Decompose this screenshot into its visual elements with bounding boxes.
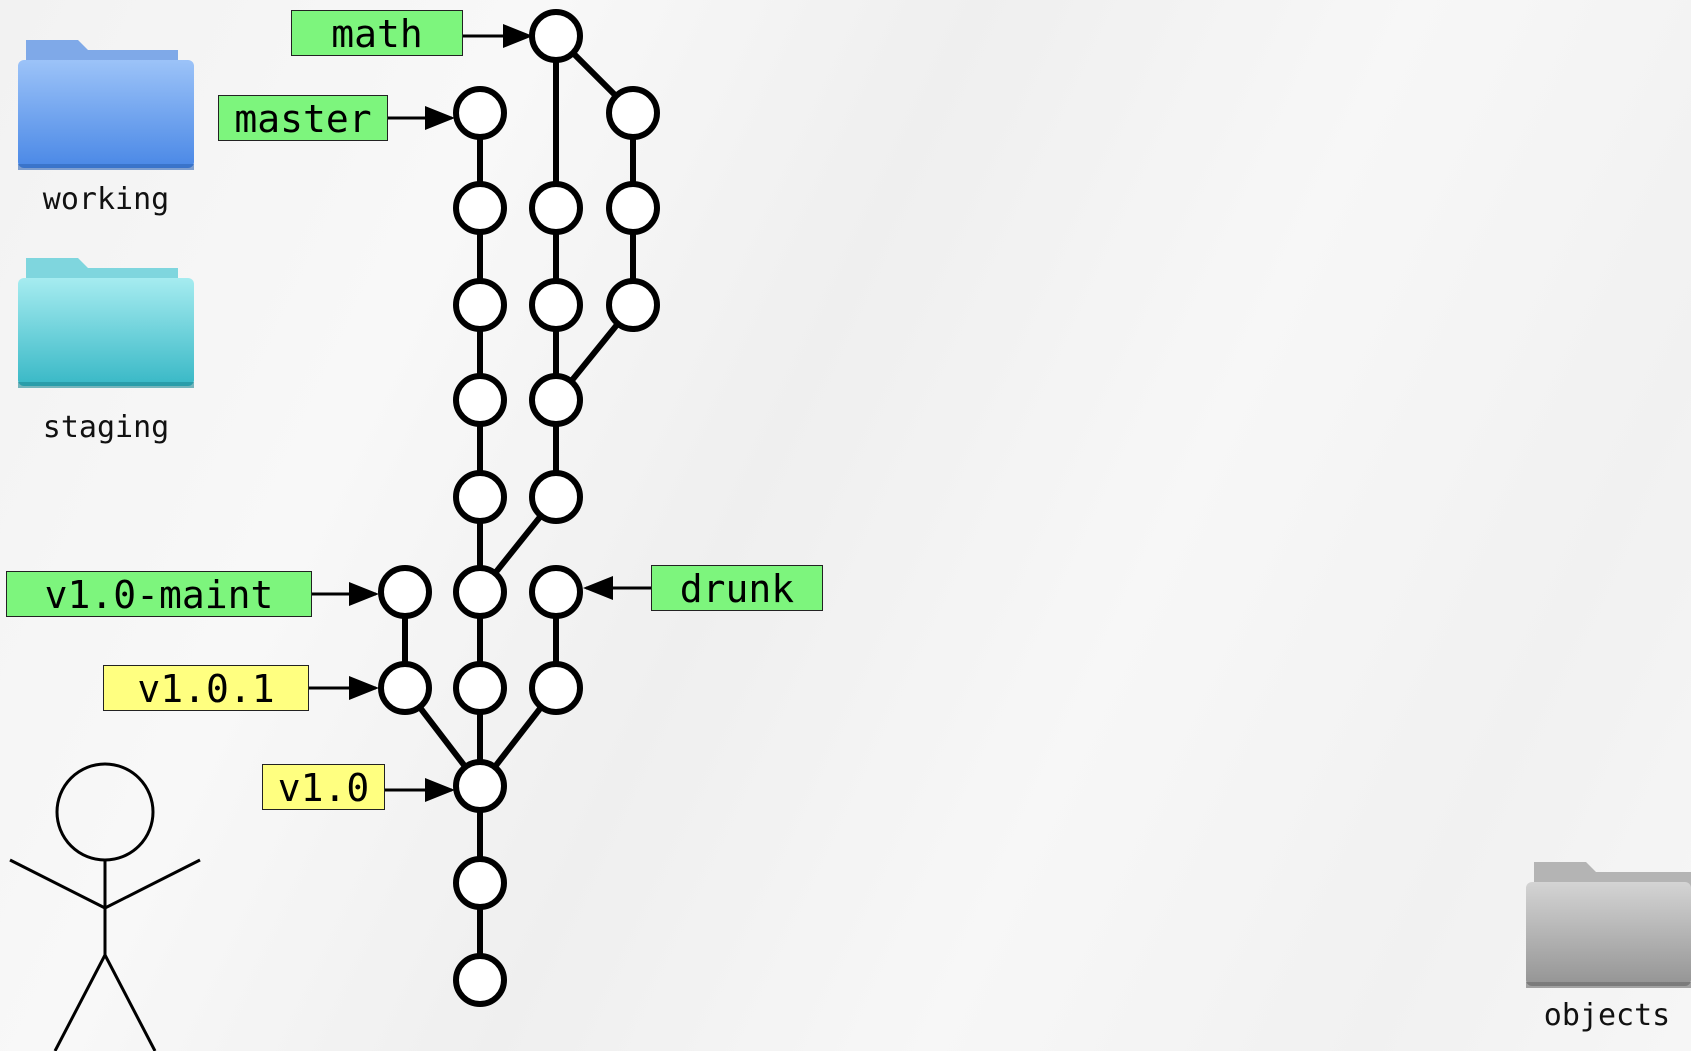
branch-label-drunk: drunk — [651, 565, 823, 611]
user-figure — [9, 762, 201, 1051]
staging-folder-label: staging — [42, 410, 170, 445]
commit-node — [453, 565, 507, 619]
commit-node — [453, 278, 507, 332]
tag-label-v1.0: v1.0 — [262, 764, 385, 810]
commit-node — [529, 661, 583, 715]
commit-node — [453, 470, 507, 524]
branch-label-math: math — [291, 10, 463, 56]
commit-node — [378, 661, 432, 715]
commit-node — [529, 9, 583, 63]
commit-node — [606, 278, 660, 332]
commit-node — [453, 86, 507, 140]
branch-label-v1.0-maint: v1.0-maint — [6, 571, 312, 617]
branch-label-master: master — [218, 95, 388, 141]
working-folder-label: working — [42, 182, 170, 217]
working-folder-icon — [18, 36, 194, 176]
commit-node — [453, 181, 507, 235]
commit-node — [378, 565, 432, 619]
commit-node — [453, 856, 507, 910]
commit-node — [529, 565, 583, 619]
commit-node — [606, 181, 660, 235]
commit-node — [529, 373, 583, 427]
commit-node — [529, 278, 583, 332]
staging-folder-icon — [18, 254, 194, 394]
commit-node — [453, 661, 507, 715]
commit-node — [453, 373, 507, 427]
commit-node — [529, 181, 583, 235]
commit-node — [606, 86, 660, 140]
commit-node — [453, 759, 507, 813]
commit-node — [529, 470, 583, 524]
objects-folder-label: objects — [1543, 998, 1671, 1033]
objects-folder-icon — [1526, 858, 1691, 994]
commit-node — [453, 953, 507, 1007]
tag-label-v1.0.1: v1.0.1 — [103, 665, 309, 711]
